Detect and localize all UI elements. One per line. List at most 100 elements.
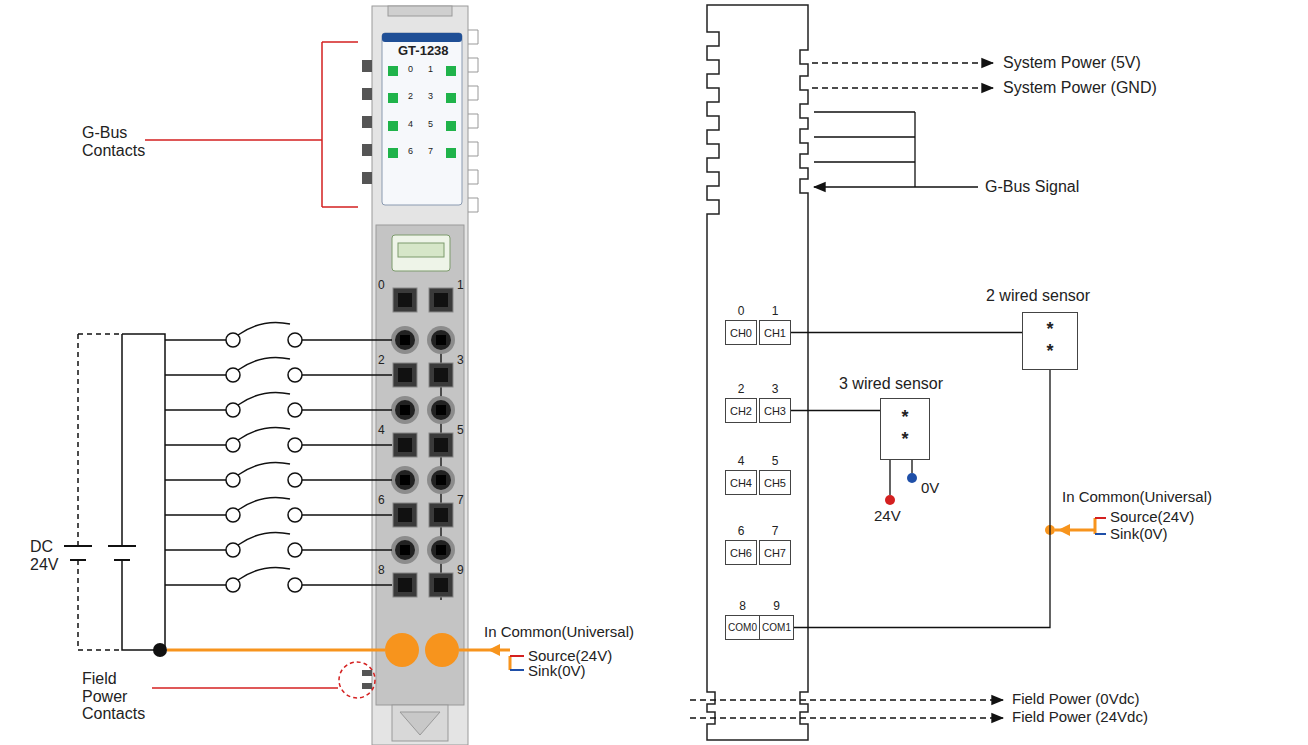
channel-name: COM1 [762,622,791,633]
terminal [398,578,412,592]
sensor-mark: * * [896,407,914,450]
channel-number: 2 [726,382,756,396]
sensor-wire [885,495,895,505]
terminal [393,433,417,457]
text-label: In Common(Universal) [484,624,634,641]
status-led [388,66,398,76]
field-power-callout [362,670,372,676]
switch-symbol [165,409,392,411]
switch-symbol [226,508,240,522]
status-led [446,66,456,76]
terminal [429,363,453,387]
text-label: 3 [428,92,433,102]
switch-symbol [226,543,240,557]
sensor-wire [1055,518,1095,534]
power-supply [78,333,122,335]
wire-connector [791,332,1022,333]
channel-number: 8 [726,599,759,613]
channel-box: 7CH7 [759,540,791,565]
text-label: In Common(Universal) [1062,489,1212,506]
text-label: Field Power (24Vdc) [1012,709,1148,726]
switch-symbol [288,403,302,417]
bus-contact [468,86,478,100]
terminal [398,293,412,307]
text-label: Sink(0V) [1110,526,1168,543]
terminal [431,540,451,560]
terminal [398,438,412,452]
switch-symbol [288,333,302,347]
text-label: 8 [378,564,385,577]
field-power-callout [362,683,372,689]
bracket [145,42,358,207]
switch-symbol [226,473,240,487]
channel-number: 4 [726,454,756,468]
channel-box: 0CH0 [725,320,757,345]
switch-symbol [165,514,392,516]
status-led [388,66,456,158]
bus-contact [468,58,478,72]
sensor-mark: * * [1041,319,1059,362]
channel-box: 8COM0 [725,615,760,640]
text-label: G-Bus Signal [985,178,1079,196]
status-led [388,121,398,131]
terminal [434,293,448,307]
bus-contact [362,144,372,156]
switch-symbol [238,392,290,405]
channel-box: 9COM1 [759,615,794,640]
text-label: GT-1238 [398,44,449,58]
channel-box: 1CH1 [759,320,791,345]
switch-symbol [226,578,240,592]
text-label: 6 [378,494,385,507]
switch-symbol [226,438,240,452]
channel-name: CH2 [730,405,752,417]
channel-number: 5 [760,454,790,468]
switch-symbol [288,438,302,452]
terminal [400,405,410,415]
bus-contact [468,198,478,212]
terminal [431,400,451,420]
text-label: 6 [408,147,413,157]
text-label: 4 [408,120,413,130]
text-label: 0V [921,480,939,497]
terminal [393,503,417,527]
channel-name: CH5 [764,477,786,489]
terminal [436,545,446,555]
io-module [400,712,440,735]
terminal [395,400,415,420]
bus-contact [468,30,478,44]
power-supply [122,334,165,650]
switch-symbol [238,497,290,510]
terminal [436,335,446,345]
io-module [382,33,462,205]
signal-arrows [814,112,915,187]
power-supply [64,334,165,650]
sensor-wire [907,473,917,483]
channel-number: 3 [760,382,790,396]
text-label: 7 [428,147,433,157]
io-module [392,235,450,271]
switch-symbol [288,473,302,487]
module-outline [707,5,808,740]
bus-contact [362,60,372,72]
terminal [431,330,451,350]
terminal [427,466,455,494]
switch-symbol [238,462,290,475]
terminal [400,335,410,345]
text-label: Sink(0V) [528,663,586,680]
switch-symbol [165,549,392,551]
sensor-box: 3 wired sensor* * [880,398,930,460]
field-power-callout [152,662,375,698]
field-power-callout [152,687,338,689]
bus-contact [468,114,478,128]
channel-number: 9 [760,599,793,613]
channel-name: CH1 [764,327,786,339]
status-led [388,93,398,103]
signal-arrows [812,62,993,63]
text-label: DC 24V [30,538,68,573]
terminal [400,475,410,485]
terminal [434,438,448,452]
terminal [427,396,455,424]
terminal [395,470,415,490]
terminal [436,475,446,485]
